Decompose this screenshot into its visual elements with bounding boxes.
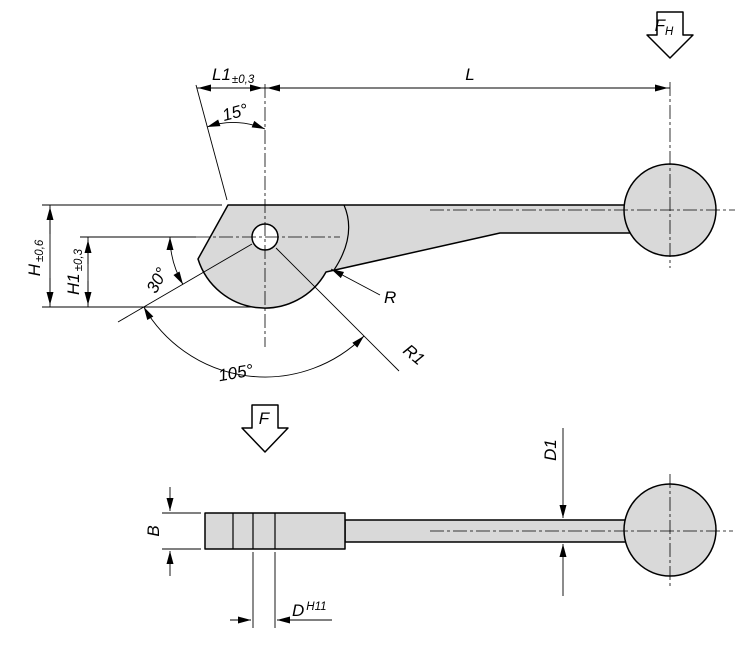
- arc-arrow: [352, 336, 364, 348]
- angle-arc-105deg: [143, 306, 365, 378]
- arc-arrow: [173, 271, 183, 285]
- dim-h1-label: H1±0,3: [64, 248, 85, 295]
- arc-arrow: [251, 120, 265, 129]
- construction-line-30deg: [117, 243, 253, 323]
- dim-d1-label: D1: [541, 439, 560, 461]
- dim-b-label: B: [144, 525, 163, 536]
- arc-arrow: [166, 237, 174, 250]
- dim-l-label: L: [465, 65, 474, 84]
- construction-line-r1: [275, 247, 400, 372]
- force-arrow-f: [241, 404, 289, 453]
- dim-l1-label: L1±0,3: [212, 65, 255, 86]
- force-fh-label: FH: [655, 16, 674, 38]
- radius-r1-label: R1: [399, 341, 428, 370]
- radius-r-leader: [330, 268, 381, 296]
- radius-r-label: R: [384, 288, 396, 307]
- arc-arrow: [207, 119, 221, 127]
- extension-line-oblique-15deg: [195, 84, 228, 201]
- angle-30-label: 30°: [143, 264, 172, 296]
- force-f-label: F: [259, 409, 271, 428]
- angle-105-label: 105°: [217, 360, 255, 385]
- dim-h-label: H±0,6: [25, 239, 46, 276]
- arc-arrow: [143, 307, 154, 321]
- force-arrow-fh: [646, 11, 694, 59]
- lever-hub-transition-line: [333, 204, 350, 271]
- angle-15-label: 15°: [220, 100, 250, 125]
